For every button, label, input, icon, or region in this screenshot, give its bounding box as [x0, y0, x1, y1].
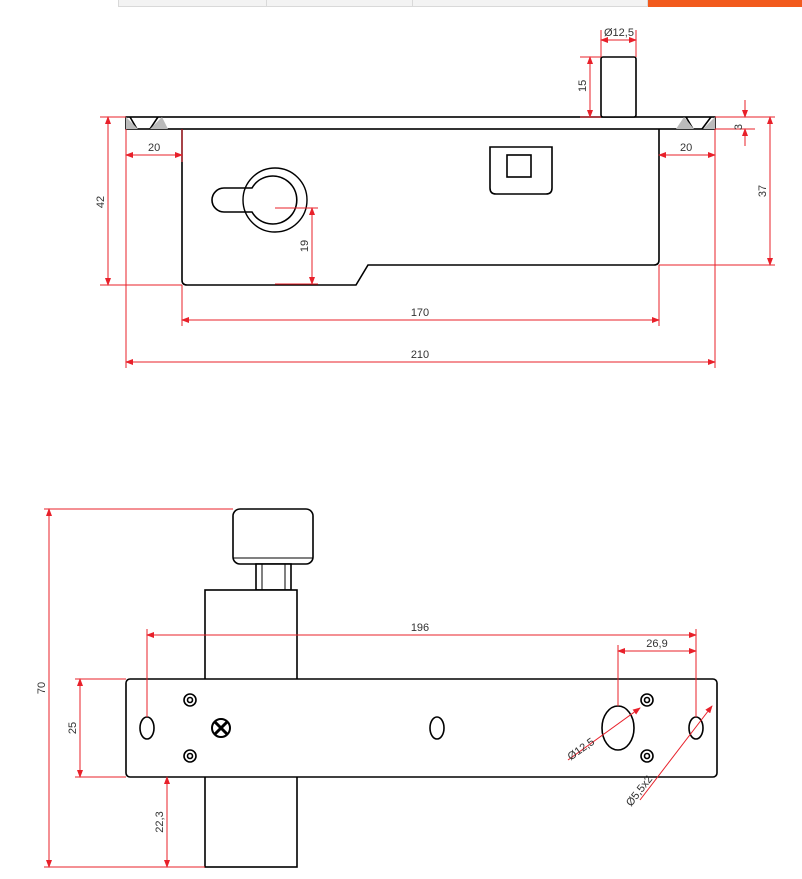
dim-body-height: 37	[757, 185, 769, 197]
cam-slot	[211, 167, 308, 233]
front-dimension-labels: Ø12,5 15 3 20 20 42 37 19 170 210	[95, 27, 769, 361]
bottom-view: 70 196 26,9 25 22,3 Ø12,5 Ø5,5x2	[36, 508, 718, 868]
dim-edge-left: 20	[148, 142, 160, 154]
dim-bottom-overall-height: 70	[36, 682, 48, 694]
top-plate	[125, 116, 716, 130]
dim-hole-offset: 26,9	[646, 638, 667, 650]
knob	[232, 508, 314, 565]
dim-overall-height: 42	[95, 196, 107, 208]
dim-pin-diameter: Ø12,5	[604, 27, 634, 39]
dim-plate-thickness: 3	[733, 124, 745, 130]
dim-mount-hole: Ø5,5x2	[624, 773, 655, 808]
lock-body	[181, 129, 660, 286]
dim-pin-height: 15	[577, 80, 589, 92]
center-hole	[429, 716, 445, 740]
dim-edge-right: 20	[680, 142, 692, 154]
knob-neck	[255, 563, 292, 591]
dim-bolt-offset: 22,3	[154, 811, 166, 832]
dim-slot-offset: 19	[299, 240, 311, 252]
top-tab-bar	[118, 0, 802, 7]
front-dimensions	[100, 30, 775, 368]
pin	[600, 56, 637, 118]
tab-3[interactable]	[412, 0, 648, 7]
tab-accent[interactable]	[648, 0, 802, 7]
square-window	[489, 146, 553, 195]
front-view: Ø12,5 15 3 20 20 42 37 19 170 210	[95, 27, 775, 368]
dim-overall-length: 210	[411, 349, 429, 361]
bottom-dimensions	[44, 508, 713, 868]
mounting-plate	[125, 678, 718, 778]
screw-cross-icon	[211, 718, 231, 738]
dim-body-length: 170	[411, 307, 429, 319]
dim-hole-spacing: 196	[411, 622, 429, 634]
dim-plate-width: 25	[67, 722, 79, 734]
screw-holes	[183, 693, 654, 763]
